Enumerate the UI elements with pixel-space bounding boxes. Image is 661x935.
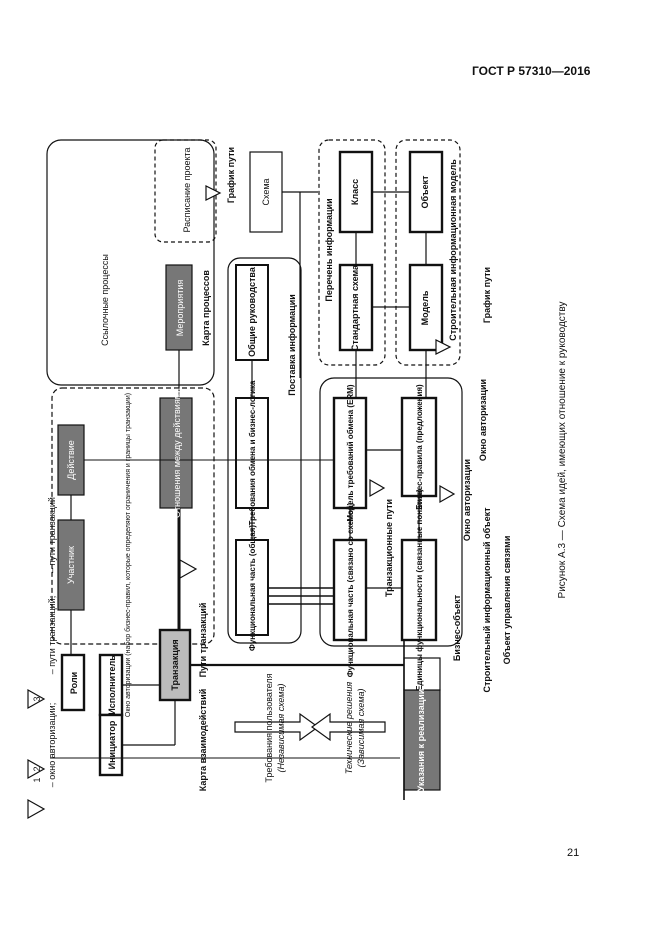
figure-caption: Рисунок А.3 — Схема идей, имеющих отноше… — [557, 302, 568, 599]
label-info-supply: Поставка информации — [287, 294, 297, 396]
label-bim-model: Строительная информационная модель — [448, 159, 458, 341]
link-object-box — [403, 657, 441, 691]
label-interaction-map: Карта взаимодействий — [198, 689, 208, 792]
label-tech-solutions: Технические решения — [344, 682, 354, 775]
interaction-map-frame — [51, 387, 215, 645]
reference-processes-frame — [46, 139, 215, 386]
label-functional-schema: Функциональная часть (связано со схемой) — [346, 502, 355, 677]
label-schedule-paths: График пути — [226, 147, 236, 203]
label-tech-solutions-sub: (Зависимая схема) — [356, 689, 366, 768]
label-user-reqs-sub: (Независимая схема) — [276, 684, 286, 773]
transaction-box — [158, 628, 192, 702]
label-functional-units: Единицы функциональности (связанные поня… — [415, 489, 424, 691]
label-general-guides: Общие руководства — [247, 266, 257, 357]
label-auth-window-mid: Окно авторизации — [462, 459, 472, 541]
triangle-1-icon — [179, 558, 198, 580]
label-action: Действие — [66, 440, 76, 480]
label-events: Мероприятия — [175, 280, 185, 337]
label-transaction: Транзакция — [170, 639, 180, 690]
legend-triangle-1-icon — [27, 798, 46, 820]
legend-transaction-paths-label: – пути транзакций — [47, 497, 57, 573]
label-user-reqs: Требования пользователя — [264, 673, 274, 782]
triangle-1b-icon — [439, 484, 456, 504]
legend-auth-label: – окно авторизации; — [47, 703, 57, 787]
triangle-3b-icon — [435, 339, 452, 355]
label-roles: Роли — [69, 672, 79, 694]
legend-triangle-2-icon — [27, 758, 46, 780]
bim-model-frame — [395, 139, 461, 366]
label-process-map: Карта процессов — [201, 270, 211, 346]
page-number: 21 — [567, 847, 580, 859]
erm-box — [332, 396, 368, 510]
label-transaction-paths-2: Пути транзакций — [198, 603, 208, 678]
functional-general-box — [235, 539, 269, 636]
info-list-frame — [318, 139, 386, 366]
roles-box — [60, 653, 86, 712]
label-object: Объект — [420, 175, 430, 209]
label-executor: Исполнитель — [107, 655, 117, 715]
events-box — [165, 264, 193, 351]
general-guides-box — [235, 264, 269, 361]
label-bim-object: Строительный информационный объект — [482, 507, 492, 693]
label-schema: Схема — [261, 178, 271, 205]
label-functional-general: Функциональная часть (общая) — [248, 525, 257, 651]
document-header: ГОСТ Р 57310—2016 — [472, 64, 591, 78]
info-supply-frame — [227, 257, 302, 644]
label-class: Класс — [350, 179, 360, 205]
label-standard-schema: Стандартная схема — [350, 264, 360, 351]
business-object-frame — [319, 377, 463, 647]
label-transaction-paths: Транзакционные пути — [384, 499, 394, 597]
legend-num-2: 2 — [32, 766, 42, 771]
action-box — [57, 424, 85, 496]
legend-triangle-3-icon — [27, 688, 46, 710]
label-initiator: Инициатор — [107, 720, 117, 769]
label-impl-guides: Указания к реализации — [416, 689, 426, 792]
label-auth-window-note: Окно авторизации (набор бизнес-правил, к… — [124, 393, 132, 717]
legend-num-3: 3 — [32, 696, 42, 701]
triangle-2-icon — [369, 478, 386, 498]
participant-box — [57, 519, 85, 611]
label-model: Модель — [420, 290, 430, 325]
label-auth-window-top: Окно авторизации — [478, 379, 488, 461]
tech-solutions-arrow — [310, 712, 386, 742]
triangle-3-icon — [205, 185, 222, 201]
label-project-schedule: Расписание проекта — [182, 147, 192, 232]
label-schedule-paths-2: График пути — [482, 267, 492, 323]
label-business-object: Бизнес-объект — [452, 594, 462, 661]
legend-paths-label: – пути транзакций; — [47, 596, 57, 674]
legend-num-1: 1 — [32, 777, 42, 782]
exchange-reqs-box — [235, 397, 269, 509]
label-erm: Модель требований обмена (ERM) — [346, 384, 355, 521]
label-action-relations: Отношения между действиями — [172, 388, 182, 518]
label-business-rules: Бизнес-правила (предложения) — [415, 384, 424, 510]
label-reference-processes: Ссылочные процессы — [100, 254, 110, 346]
schema-box — [249, 151, 283, 233]
label-participant: Участник — [66, 546, 76, 584]
label-info-list: Перечень информации — [324, 198, 334, 301]
label-link-object: Объект управления связями — [502, 536, 512, 665]
action-relations-box — [159, 397, 193, 509]
business-rules-box — [400, 396, 438, 498]
label-exchange-reqs: Требования обмена и бизнес-логика — [248, 380, 257, 526]
functional-schema-box — [332, 538, 368, 642]
functional-units-box — [400, 538, 438, 642]
user-reqs-arrow — [234, 712, 320, 742]
